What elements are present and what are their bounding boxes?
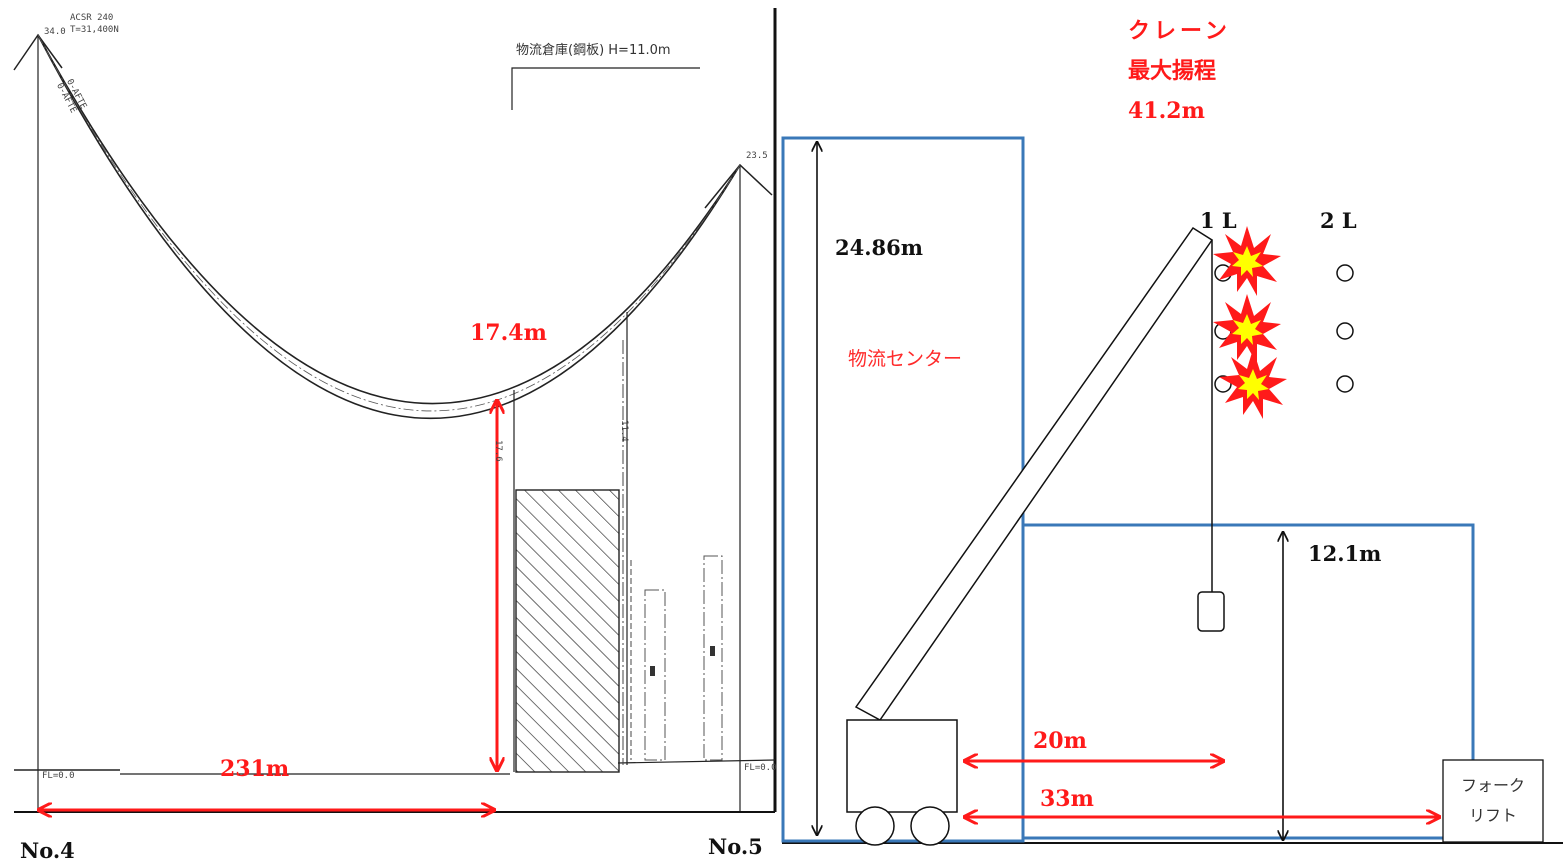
fl-left-label: FL=0.0 xyxy=(42,771,75,781)
phase-2l-label: 2 L xyxy=(1320,208,1357,233)
tower-no5-name: No.5 xyxy=(708,834,763,859)
crane-title-line1: クレーン xyxy=(1128,18,1231,44)
forklift-box xyxy=(1442,759,1544,843)
title-bracket xyxy=(511,67,700,110)
conductor-2l-top xyxy=(1336,264,1354,282)
forklift-label-line1: フォーク xyxy=(1460,776,1525,795)
vertical-tick-label-1: 17.6 xyxy=(493,440,503,462)
lower-building-outline xyxy=(1021,523,1475,840)
left-profile-drawing xyxy=(13,8,777,812)
equipment-mark-2 xyxy=(710,646,715,656)
fl-right-label: FL=0.0 xyxy=(744,763,777,773)
tower-no4-height-label: 34.0 xyxy=(44,27,66,37)
equipment-mark-1 xyxy=(650,666,655,676)
conductor-lower xyxy=(37,34,741,420)
conductor-dashed xyxy=(37,34,741,412)
spark-icon-mid xyxy=(1213,294,1281,364)
spark-icon-top xyxy=(1213,226,1281,296)
conductor-upper xyxy=(37,34,741,405)
right-crane-diagram xyxy=(781,136,1563,846)
crane-wheel-left xyxy=(855,806,895,846)
conductor-2l-bottom xyxy=(1336,375,1354,393)
span-label: 231m xyxy=(220,756,290,782)
conductor-2l-mid xyxy=(1336,322,1354,340)
distance-20-label: 20m xyxy=(1033,728,1087,754)
crane-max-height: 41.2m xyxy=(1128,98,1205,124)
tower-no4-name: No.4 xyxy=(20,838,75,863)
equipment-outline-2 xyxy=(703,555,723,761)
distance-33-label: 33m xyxy=(1040,786,1094,812)
crane-wheel-right xyxy=(910,806,950,846)
building-height-label: 24.86m xyxy=(835,235,923,260)
clearance-label: 17.4m xyxy=(470,320,547,346)
crane-body xyxy=(846,719,958,813)
ground-line-3 xyxy=(617,759,776,764)
forklift-label-line2: リフト xyxy=(1468,806,1517,825)
tower-no5-height-label: 23.5 xyxy=(746,151,768,161)
crane-title-line2: 最大揚程 xyxy=(1128,58,1217,84)
spark-icon-bottom xyxy=(1219,349,1287,419)
equipment-outline-1 xyxy=(644,589,666,761)
crane-hook xyxy=(1197,591,1225,632)
lower-building-height-label: 12.1m xyxy=(1308,541,1382,566)
hatched-warehouse xyxy=(515,489,620,773)
crane-boom xyxy=(854,226,1214,721)
warehouse-handwritten-title: 物流倉庫(鋼板) H=11.0m xyxy=(516,43,671,58)
phase-1l-label: 1 L xyxy=(1200,208,1237,233)
conductor-tension-label: T=31,400N xyxy=(70,25,119,35)
conductor-type-label: ACSR 240 xyxy=(70,13,114,23)
logistics-center-name: 物流センター xyxy=(848,348,963,370)
vertical-tick-label-2: 11.4 xyxy=(619,420,629,442)
